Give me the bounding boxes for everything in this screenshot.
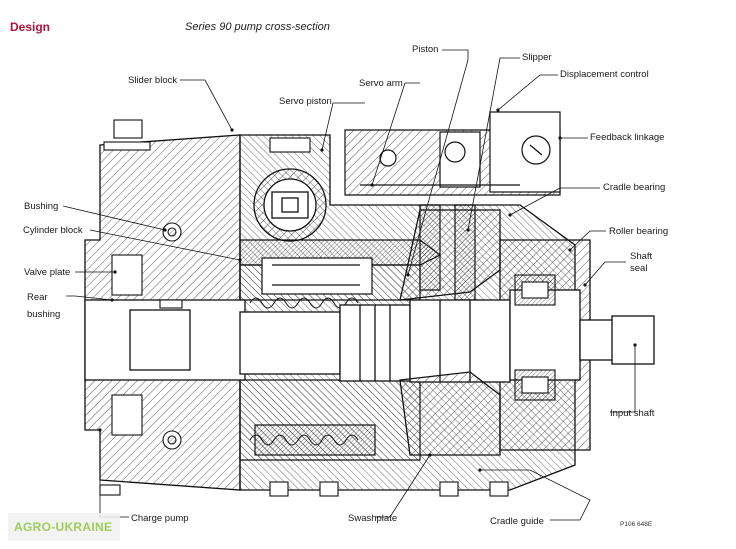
label-displacement-control: Displacement control bbox=[560, 69, 649, 80]
label-bushing: Bushing bbox=[24, 201, 59, 212]
label-slider-block: Slider block bbox=[128, 75, 178, 86]
watermark: AGRO-UKRAINE bbox=[8, 513, 120, 541]
leader-dots bbox=[98, 108, 637, 472]
figure-code: P106 648E bbox=[620, 521, 653, 528]
label-shaft-seal-2: seal bbox=[630, 263, 648, 274]
section-title: Design bbox=[10, 20, 51, 34]
main-shaft bbox=[84, 289, 655, 383]
label-rear-bushing-1: Rear bbox=[27, 292, 48, 303]
top-fittings bbox=[99, 119, 509, 497]
label-shaft-seal-1: Shaft bbox=[630, 251, 653, 262]
watermark-text: AGRO-UKRAINE bbox=[14, 520, 113, 534]
label-cylinder-block: Cylinder block bbox=[23, 225, 83, 236]
swashplate bbox=[399, 209, 501, 456]
cylinder-block bbox=[239, 257, 421, 461]
label-servo-piston: Servo piston bbox=[279, 96, 332, 107]
displacement-control-body bbox=[344, 111, 561, 196]
label-rear-bushing-2: bushing bbox=[27, 309, 61, 320]
label-cradle-bearing: Cradle bearing bbox=[603, 182, 666, 193]
label-feedback-linkage: Feedback linkage bbox=[590, 132, 665, 143]
label-valve-plate: Valve plate bbox=[24, 267, 71, 278]
label-swashplate: Swashplate bbox=[348, 513, 398, 524]
label-roller-bearing: Roller bearing bbox=[609, 226, 669, 237]
label-servo-arm: Servo arm bbox=[359, 78, 403, 89]
label-cradle-guide: Cradle guide bbox=[490, 516, 544, 527]
roller-bearing bbox=[514, 274, 556, 401]
charge-pump-parts bbox=[111, 222, 183, 450]
figure-caption: Series 90 pump cross-section bbox=[185, 21, 330, 33]
label-charge-pump: Charge pump bbox=[131, 513, 189, 524]
servo-piston bbox=[253, 168, 327, 242]
label-piston: Piston bbox=[412, 44, 439, 55]
label-input-shaft: Input shaft bbox=[610, 408, 655, 419]
label-slipper: Slipper bbox=[522, 52, 552, 63]
leader-lines bbox=[62, 49, 636, 521]
